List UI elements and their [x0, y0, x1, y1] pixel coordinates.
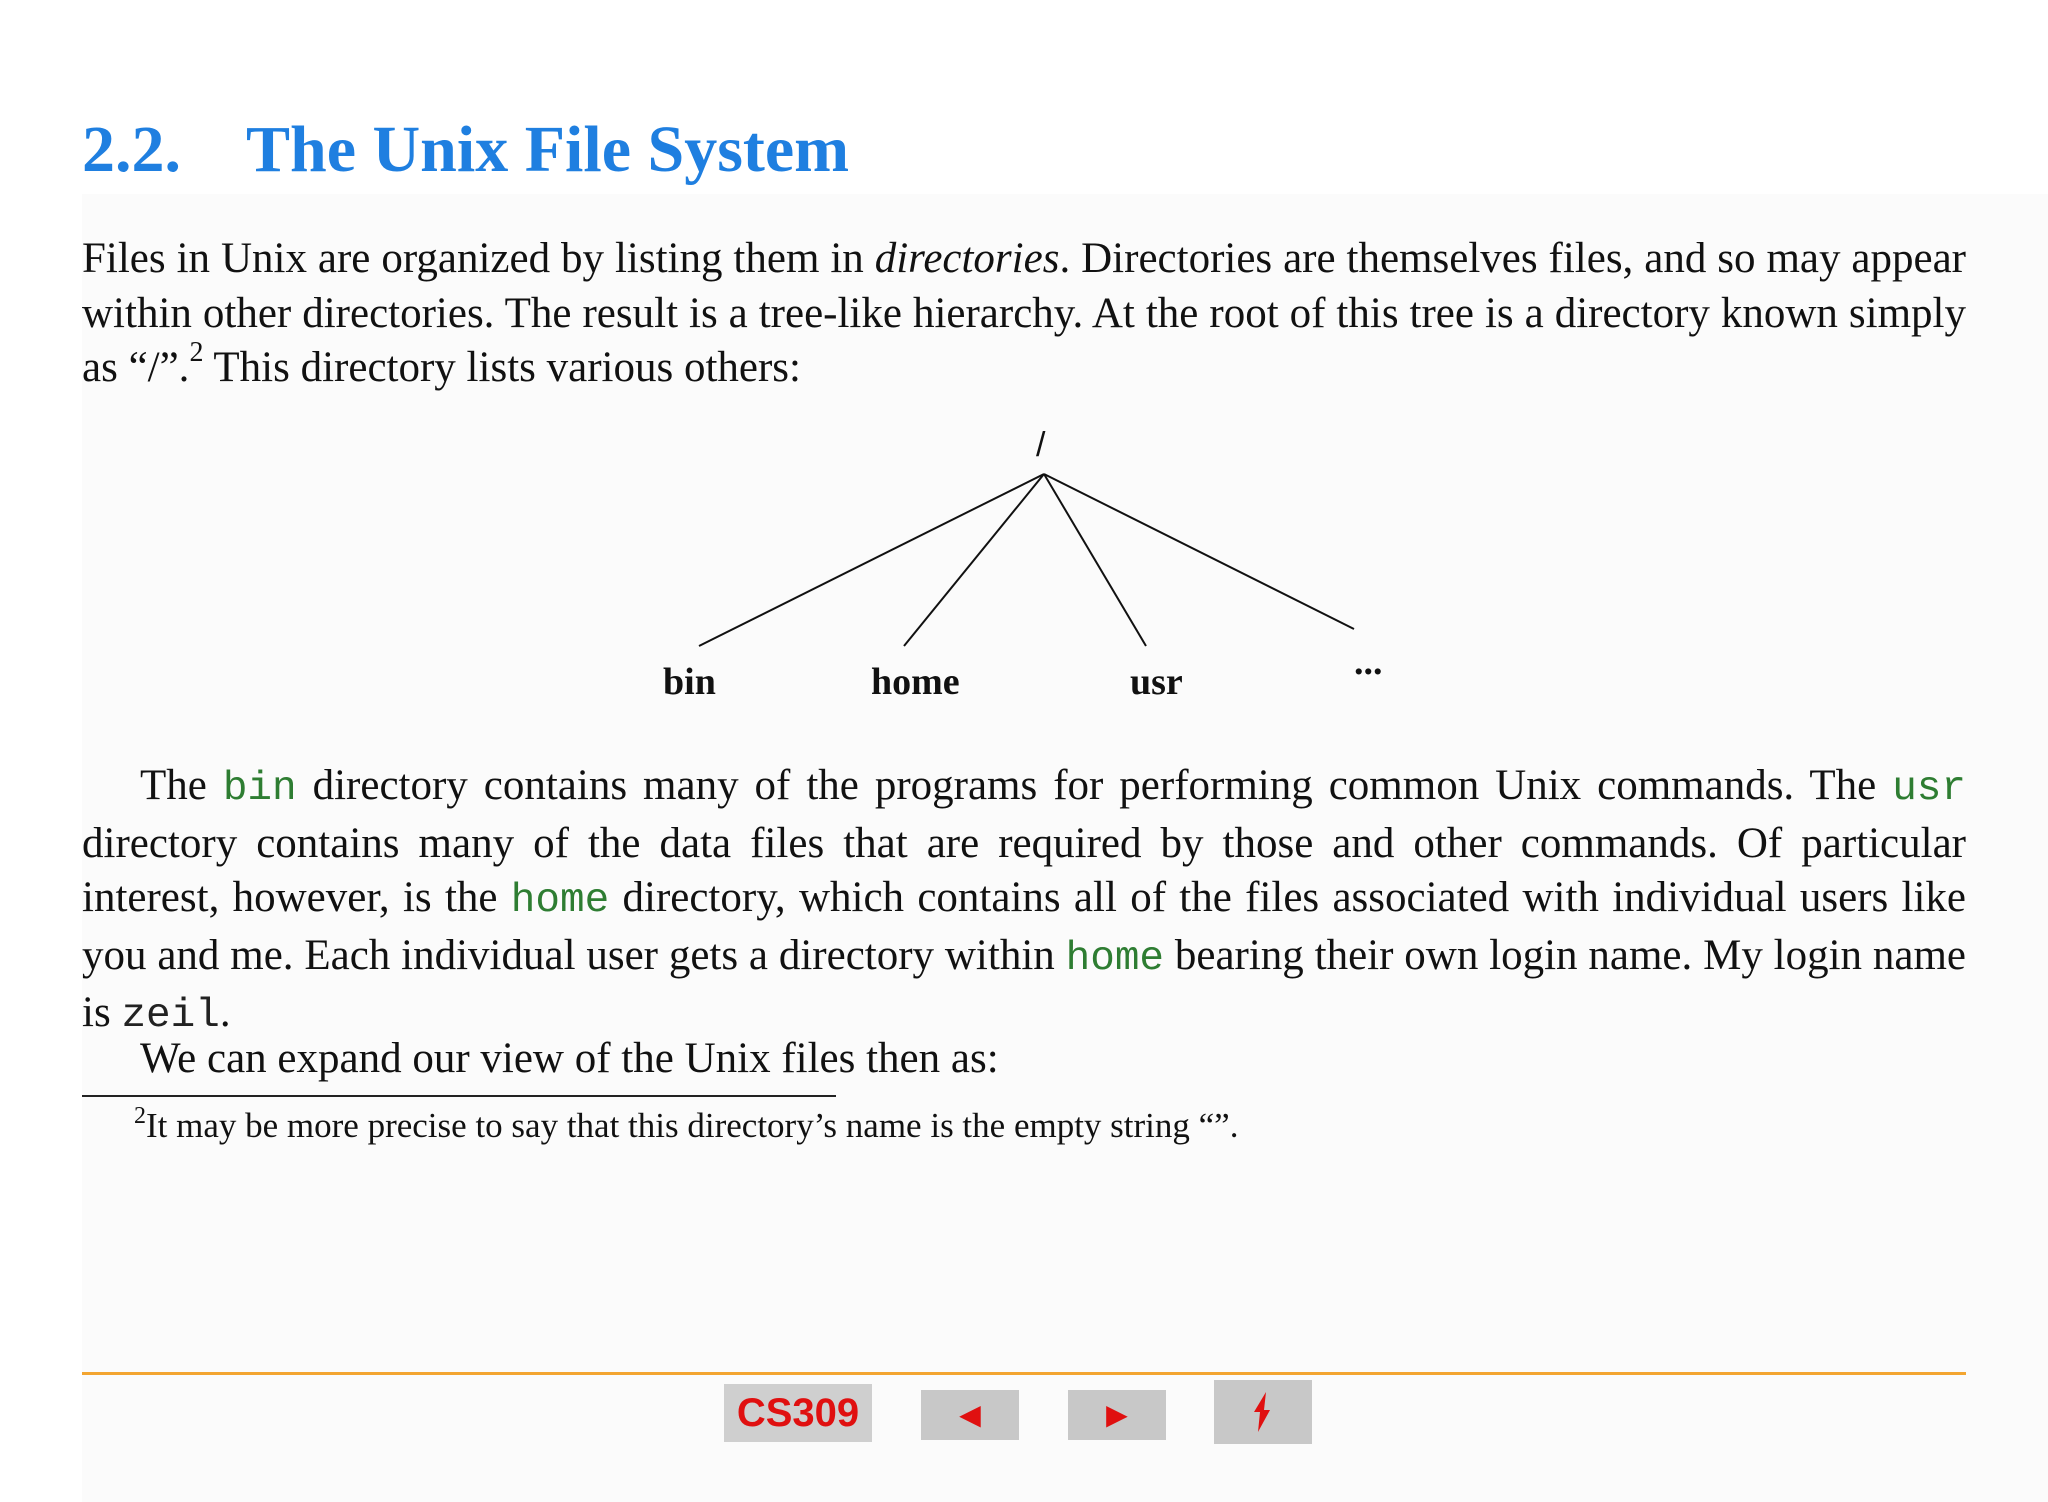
footnote-text: It may be more precise to say that this …	[146, 1106, 1239, 1145]
body-text-2: directory contains many of the programs …	[296, 762, 1893, 809]
up-arrow-icon	[1254, 1392, 1270, 1432]
edge-home	[903, 473, 1045, 647]
footnote-ref[interactable]: 2	[189, 337, 204, 368]
intro-text-3: This directory lists various others:	[203, 344, 801, 391]
tree-root-label: /	[1036, 426, 1046, 464]
course-home-button[interactable]: CS309	[724, 1384, 872, 1442]
page-title: 2.2. The Unix File System	[82, 112, 849, 188]
intro-paragraph: Files in Unix are organized by listing t…	[82, 232, 1966, 396]
intro-emphasis: directories	[874, 235, 1060, 282]
course-label: CS309	[736, 1390, 860, 1435]
code-zeil: zeil	[121, 993, 220, 1039]
section-title: The Unix File System	[246, 113, 850, 186]
tree-node-bin: bin	[663, 661, 716, 703]
page-background	[82, 194, 2048, 1502]
body-text-5: bearing their own login name. My login n…	[82, 931, 1966, 1037]
intro-text-2: . Directories are themselves files, and …	[82, 235, 1966, 391]
right-arrow-icon: ►	[1099, 1394, 1135, 1435]
tree-edges	[698, 473, 1355, 647]
footnote-divider	[82, 1095, 836, 1097]
tree-node-ellipsis: ...	[1354, 641, 1383, 683]
footnote: 2It may be more precise to say that this…	[134, 1104, 1238, 1148]
next-page-button[interactable]: ►	[1068, 1390, 1166, 1440]
intro-text-1: Files in Unix are organized by listing t…	[82, 235, 875, 282]
code-home: home	[510, 878, 610, 924]
code-bin: bin	[222, 766, 297, 812]
up-page-button[interactable]	[1214, 1380, 1312, 1444]
section-number: 2.2.	[82, 113, 181, 186]
edge-usr	[1043, 473, 1147, 647]
body-paragraph: The bin directory contains many of the p…	[82, 759, 1966, 1044]
body-text-3: directory contains many of the data file…	[82, 819, 1966, 922]
body-text-1: The	[140, 762, 223, 809]
code-usr: usr	[1892, 766, 1967, 812]
footer-divider	[82, 1372, 1966, 1375]
tree-node-usr: usr	[1130, 661, 1183, 703]
edge-bin	[698, 473, 1045, 647]
footnote-number: 2	[134, 1103, 146, 1129]
edge-more	[1043, 473, 1355, 630]
body-text-4: directory, which contains all of the fil…	[82, 874, 1966, 979]
body-text-6: .	[219, 989, 231, 1036]
expand-view-paragraph: We can expand our view of the Unix files…	[140, 1035, 999, 1082]
tree-node-home: home	[871, 661, 960, 703]
left-arrow-icon: ◄	[952, 1394, 988, 1435]
code-home-2: home	[1065, 935, 1165, 982]
previous-page-button[interactable]: ◄	[921, 1390, 1019, 1440]
